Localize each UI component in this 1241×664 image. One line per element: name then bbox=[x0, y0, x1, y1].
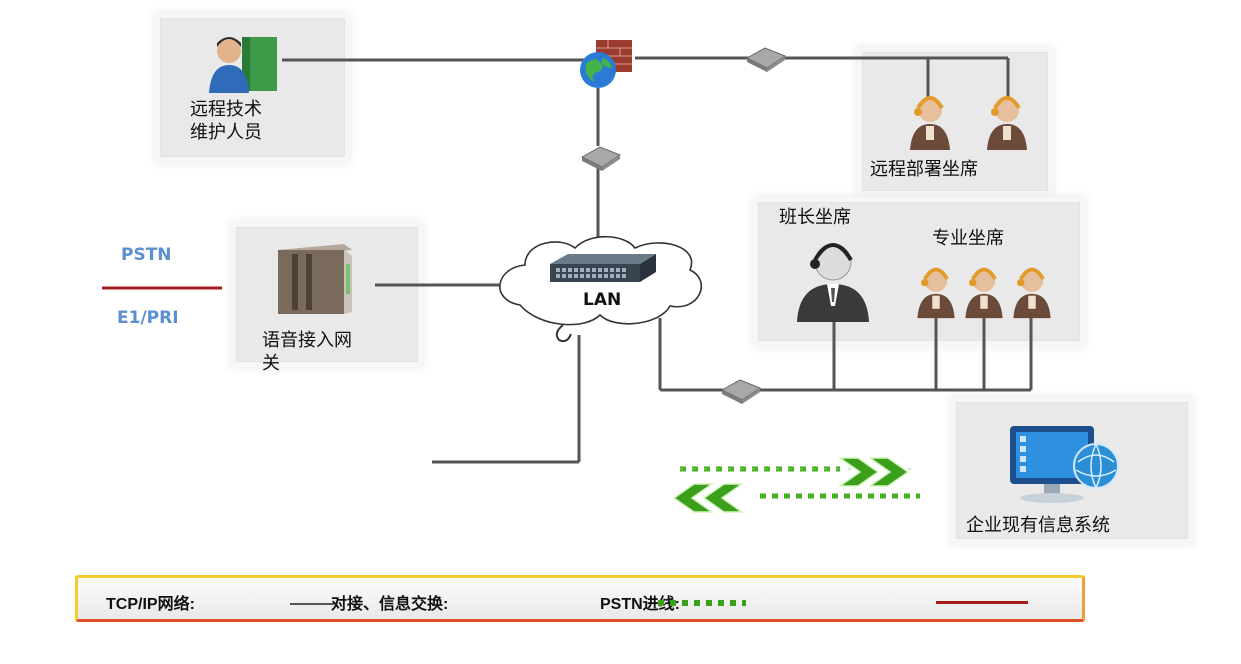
router-icon bbox=[745, 47, 787, 72]
legend: TCP/IP网络: 对接、信息交换: PSTN进线: bbox=[75, 575, 1085, 622]
agent-headset-icon bbox=[910, 96, 950, 150]
leader-seat-label: 班长坐席 bbox=[779, 207, 851, 228]
legend-exchange-label: 对接、信息交换: bbox=[331, 596, 449, 613]
team-leader-headset-icon bbox=[797, 243, 869, 322]
remote-tech-label-line: 远程技术 bbox=[190, 99, 262, 120]
remote-seats-label: 远程部署坐席 bbox=[870, 159, 978, 180]
enterprise-system-computer-icon bbox=[1010, 426, 1119, 503]
gateway-label-line: 语音接入网 bbox=[262, 330, 352, 351]
legend-tcpip-label: TCP/IP网络: bbox=[106, 596, 195, 613]
gateway-label: 语音接入网 关 bbox=[262, 329, 352, 375]
agent-headset-icon bbox=[917, 267, 955, 319]
voice-gateway-device-icon bbox=[278, 244, 352, 314]
e1-pri-label: E1/PRI bbox=[117, 308, 179, 328]
remote-tech-label-line: 维护人员 bbox=[190, 122, 262, 143]
lan-label: LAN bbox=[583, 290, 622, 310]
pstn-label: PSTN bbox=[121, 245, 172, 265]
remote-seats-box bbox=[862, 52, 1048, 191]
legend-exchange-swatch bbox=[658, 600, 746, 606]
agent-headset-icon bbox=[987, 96, 1027, 150]
technician-book-icon bbox=[209, 37, 282, 93]
legend-pstn-line bbox=[936, 601, 1028, 604]
firewall-globe-icon bbox=[580, 40, 632, 88]
gateway-label-line: 关 bbox=[262, 353, 280, 374]
legend-tcpip-line bbox=[290, 603, 334, 605]
lan-switch-icon bbox=[550, 254, 656, 282]
remote-tech-label: 远程技术 维护人员 bbox=[190, 98, 262, 144]
enterprise-label: 企业现有信息系统 bbox=[966, 515, 1110, 536]
agent-headset-icon bbox=[965, 267, 1003, 319]
agent-headset-icon bbox=[1013, 267, 1051, 319]
router-icon bbox=[580, 146, 622, 171]
router-icon bbox=[720, 379, 762, 404]
pro-seats-label: 专业坐席 bbox=[932, 228, 1004, 249]
